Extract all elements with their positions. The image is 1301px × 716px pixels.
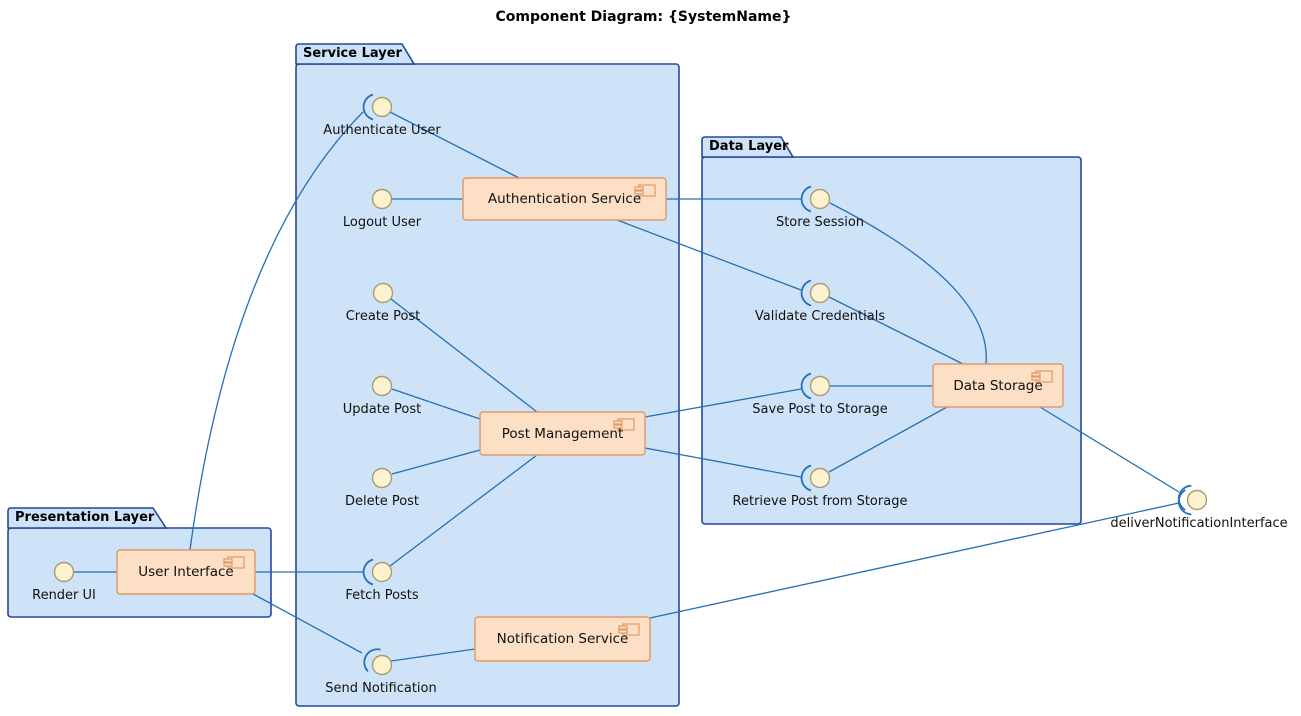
interface-label-update-post: Update Post bbox=[342, 402, 422, 417]
component-icon-user-interface bbox=[223, 556, 245, 569]
interface-circle-send-notification bbox=[371, 654, 393, 676]
interface-label-logout-user: Logout User bbox=[342, 215, 422, 230]
component-icon-post-management bbox=[613, 418, 635, 431]
component-icon-authentication-service bbox=[634, 184, 656, 197]
connector-validate-credentials-data-storage bbox=[828, 296, 964, 365]
interface-label-save-post: Save Post to Storage bbox=[752, 402, 888, 417]
component-box-authentication-service bbox=[462, 177, 667, 221]
interface-label-create-post: Create Post bbox=[345, 309, 421, 324]
component-box-post-management bbox=[479, 411, 646, 456]
connector-authentication-service-validate-credentials bbox=[616, 219, 802, 291]
socket-authenticate-user bbox=[362, 93, 374, 121]
component-box-data-storage bbox=[932, 363, 1064, 408]
component-label-notification-service: Notification Service bbox=[496, 631, 629, 647]
interface-label-retrieve-post: Retrieve Post from Storage bbox=[732, 494, 908, 509]
connector-data-storage-deliver-notification bbox=[1039, 406, 1180, 493]
component-label-authentication-service: Authentication Service bbox=[487, 191, 642, 207]
connector-user-interface-authenticate-user bbox=[189, 111, 364, 551]
component-label-post-management: Post Management bbox=[501, 425, 624, 442]
interface-label-delete-post: Delete Post bbox=[344, 494, 420, 509]
socket-validate-credentials bbox=[800, 279, 812, 307]
component-box-notification-service bbox=[474, 616, 651, 662]
interface-circle-save-post bbox=[809, 375, 831, 397]
connector-send-notification-notification-service bbox=[390, 648, 476, 662]
socket-fetch-posts bbox=[362, 558, 374, 586]
connector-notification-service-deliver-notification bbox=[649, 502, 1180, 619]
socket-store-session bbox=[800, 185, 812, 213]
component-icon-notification-service bbox=[618, 623, 640, 636]
package-label-service-layer: Service Layer bbox=[303, 46, 402, 61]
component-label-user-interface: User Interface bbox=[138, 564, 234, 580]
socket-deliver-notification-lower bbox=[1177, 489, 1192, 516]
interface-label-authenticate-user: Authenticate User bbox=[323, 123, 441, 138]
interface-label-store-session: Store Session bbox=[775, 215, 865, 230]
interface-circle-logout-user bbox=[371, 188, 393, 210]
socket-send-notification bbox=[363, 648, 381, 672]
diagram-title: Component Diagram: {SystemName} bbox=[495, 9, 792, 25]
interface-circle-update-post bbox=[371, 375, 393, 397]
connector-user-interface-send-notification bbox=[252, 593, 363, 654]
component-box-user-interface bbox=[116, 549, 256, 595]
interface-label-render-ui: Render UI bbox=[32, 588, 96, 603]
socket-retrieve-post bbox=[800, 464, 812, 492]
connector-store-session-data-storage bbox=[829, 202, 987, 365]
connector-delete-post-post-management bbox=[391, 449, 481, 475]
interface-circle-deliver-notification bbox=[1186, 489, 1208, 511]
service-layer-package-tab bbox=[295, 43, 416, 65]
interface-label-send-notification: Send Notification bbox=[325, 681, 437, 696]
interface-label-deliver-notification: deliverNotificationInterface bbox=[1110, 516, 1288, 531]
interface-circle-validate-credentials bbox=[809, 282, 831, 304]
interface-circle-delete-post bbox=[371, 467, 393, 489]
package-label-data-layer: Data Layer bbox=[709, 139, 789, 154]
interface-circle-retrieve-post bbox=[809, 467, 831, 489]
connector-fetch-posts-post-management bbox=[389, 454, 538, 567]
service-layer-package-body bbox=[295, 63, 680, 707]
connector-update-post-post-management bbox=[391, 388, 481, 420]
interface-circle-fetch-posts bbox=[371, 561, 393, 583]
interface-label-validate-credentials: Validate Credentials bbox=[754, 309, 886, 324]
interface-circle-create-post bbox=[372, 282, 394, 304]
presentation-layer-package-tab bbox=[7, 507, 168, 529]
interface-circle-store-session bbox=[809, 188, 831, 210]
connector-authenticate-user-authentication-service bbox=[389, 111, 520, 179]
interface-circle-authenticate-user bbox=[371, 96, 393, 118]
connector-post-management-save-post bbox=[644, 388, 802, 418]
connector-create-post-post-management bbox=[390, 298, 538, 413]
connector-post-management-retrieve-post bbox=[644, 447, 802, 478]
interface-label-fetch-posts: Fetch Posts bbox=[345, 588, 419, 603]
data-layer-package-body bbox=[701, 156, 1082, 525]
package-label-presentation-layer: Presentation Layer bbox=[15, 510, 155, 525]
socket-save-post bbox=[800, 372, 812, 400]
interface-circle-render-ui bbox=[53, 561, 75, 583]
component-label-data-storage: Data Storage bbox=[953, 377, 1043, 394]
data-layer-package-tab bbox=[701, 136, 795, 158]
connector-retrieve-post-data-storage bbox=[828, 406, 948, 473]
component-icon-data-storage bbox=[1031, 370, 1053, 383]
